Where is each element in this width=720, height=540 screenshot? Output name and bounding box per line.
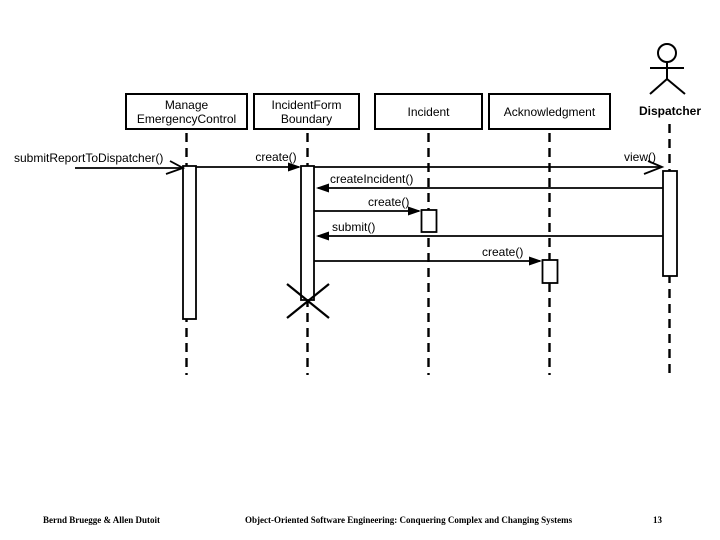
message-label-createincident: createIncident()	[330, 172, 414, 186]
message-lines	[75, 166, 663, 262]
message-label-create-incidentform: create()	[255, 150, 297, 164]
arrowhead-submit-report-icon	[165, 160, 186, 175]
message-label-view: view()	[624, 150, 656, 164]
footer-authors: Bernd Bruegge & Allen Dutoit	[43, 515, 160, 525]
arrowhead-create-acknowledgment-icon	[529, 256, 542, 266]
object-box-incident: Incident	[374, 93, 483, 130]
activation-bar-incidentform	[300, 165, 315, 301]
message-label-create-incident-obj: create()	[368, 195, 410, 209]
activation-bars	[182, 165, 678, 320]
activation-bar-dispatcher	[662, 170, 678, 277]
arrowhead-create-incident-obj-icon	[408, 206, 421, 216]
open-arrowheads	[165, 160, 665, 175]
message-label-submit: submit()	[332, 220, 376, 234]
message-label-submit-report: submitReportToDispatcher()	[14, 151, 164, 165]
actor-label-dispatcher: Dispatcher	[638, 104, 702, 118]
message-label-create-acknowledgment: create()	[482, 245, 524, 259]
activation-bar-incident	[420, 209, 438, 233]
footer-book-title: Object-Oriented Software Engineering: Co…	[245, 515, 573, 525]
arrowhead-submit-icon	[316, 231, 329, 241]
arrowhead-create-incidentform-icon	[288, 162, 301, 172]
activation-bar-acknowledgment	[541, 259, 559, 284]
object-box-incidentform-boundary: IncidentForm Boundary	[253, 93, 360, 130]
object-box-acknowledgment: Acknowledgment	[488, 93, 611, 130]
destruction-x-icon	[286, 283, 330, 319]
object-box-manage-emergencycontrol: Manage EmergencyControl	[125, 93, 248, 130]
arrowhead-view-icon	[643, 160, 665, 175]
actor-figure-icon	[649, 43, 686, 95]
arrowhead-createincident-icon	[316, 183, 329, 193]
filled-arrowheads	[288, 162, 542, 266]
footer-page-number: 13	[653, 515, 662, 525]
activation-bar-manage	[182, 165, 197, 320]
